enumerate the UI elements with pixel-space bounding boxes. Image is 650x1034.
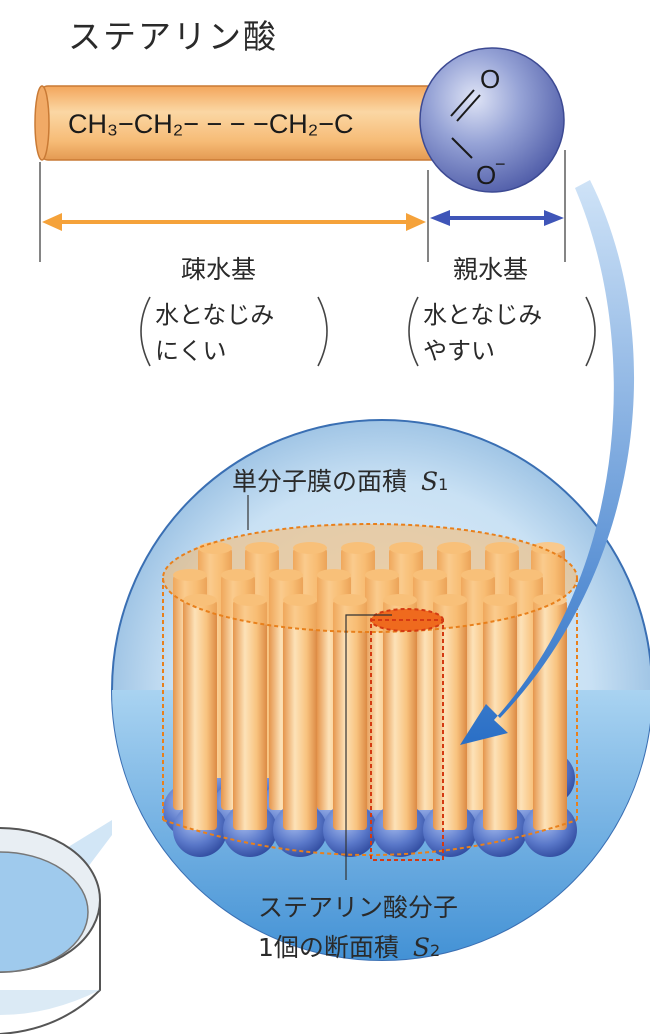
- hydrophilic-desc-line1: 水となじみ: [423, 301, 543, 329]
- molecule-area-line1: ステアリン酸分子: [258, 893, 459, 922]
- hydrophilic-head: [419, 47, 565, 193]
- stearic-acid-rod: [333, 600, 367, 830]
- hydrophobic-extent-arrow: [42, 213, 426, 231]
- single-molecule-column: [370, 619, 444, 861]
- description-brackets: [140, 296, 596, 367]
- extent-lines: [39, 150, 566, 262]
- stearic-acid-rod: [283, 600, 317, 830]
- molecule-area-line2: 1個の断面積 S2: [258, 928, 440, 964]
- hydrophobic-desc-line1: 水となじみ: [155, 301, 275, 329]
- carboxyl-bonds: [450, 89, 481, 159]
- negative-charge-label: −: [495, 154, 506, 174]
- monolayer-area-subscript: 1: [438, 475, 449, 494]
- stearic-acid-rod: [433, 600, 467, 830]
- monolayer-area-text: 単分子膜の面積: [232, 467, 408, 496]
- molecule-leader-line: [345, 614, 392, 880]
- molecule-area-symbol: S: [412, 933, 430, 962]
- stearic-acid-rod: [233, 600, 267, 830]
- petri-dish: [0, 820, 112, 1034]
- monolayer-top-ellipse: [162, 523, 578, 633]
- monolayer-area-label: 単分子膜の面積 S1: [232, 462, 448, 498]
- molecule-area-subscript: 2: [430, 941, 441, 960]
- hydrophilic-desc-line2: やすい: [423, 337, 495, 365]
- hydrophilic-label: 親水基: [453, 255, 529, 284]
- monolayer-area-symbol: S: [420, 467, 439, 496]
- stearic-acid-rod: [383, 600, 417, 830]
- stearic-acid-rod: [183, 600, 217, 830]
- oxygen-bottom-label: O: [476, 160, 496, 190]
- oxygen-top-label: O: [480, 64, 500, 94]
- hydrophobic-label: 疎水基: [181, 255, 257, 284]
- molecule-area-text: 1個の断面積: [258, 933, 399, 962]
- hydrophilic-extent-arrow: [430, 210, 564, 226]
- chain-formula: CH₃−CH₂− − − −CH₂−C: [68, 109, 354, 139]
- hydrophobic-desc-line2: にくい: [155, 337, 227, 365]
- page-title: ステアリン酸: [68, 17, 278, 56]
